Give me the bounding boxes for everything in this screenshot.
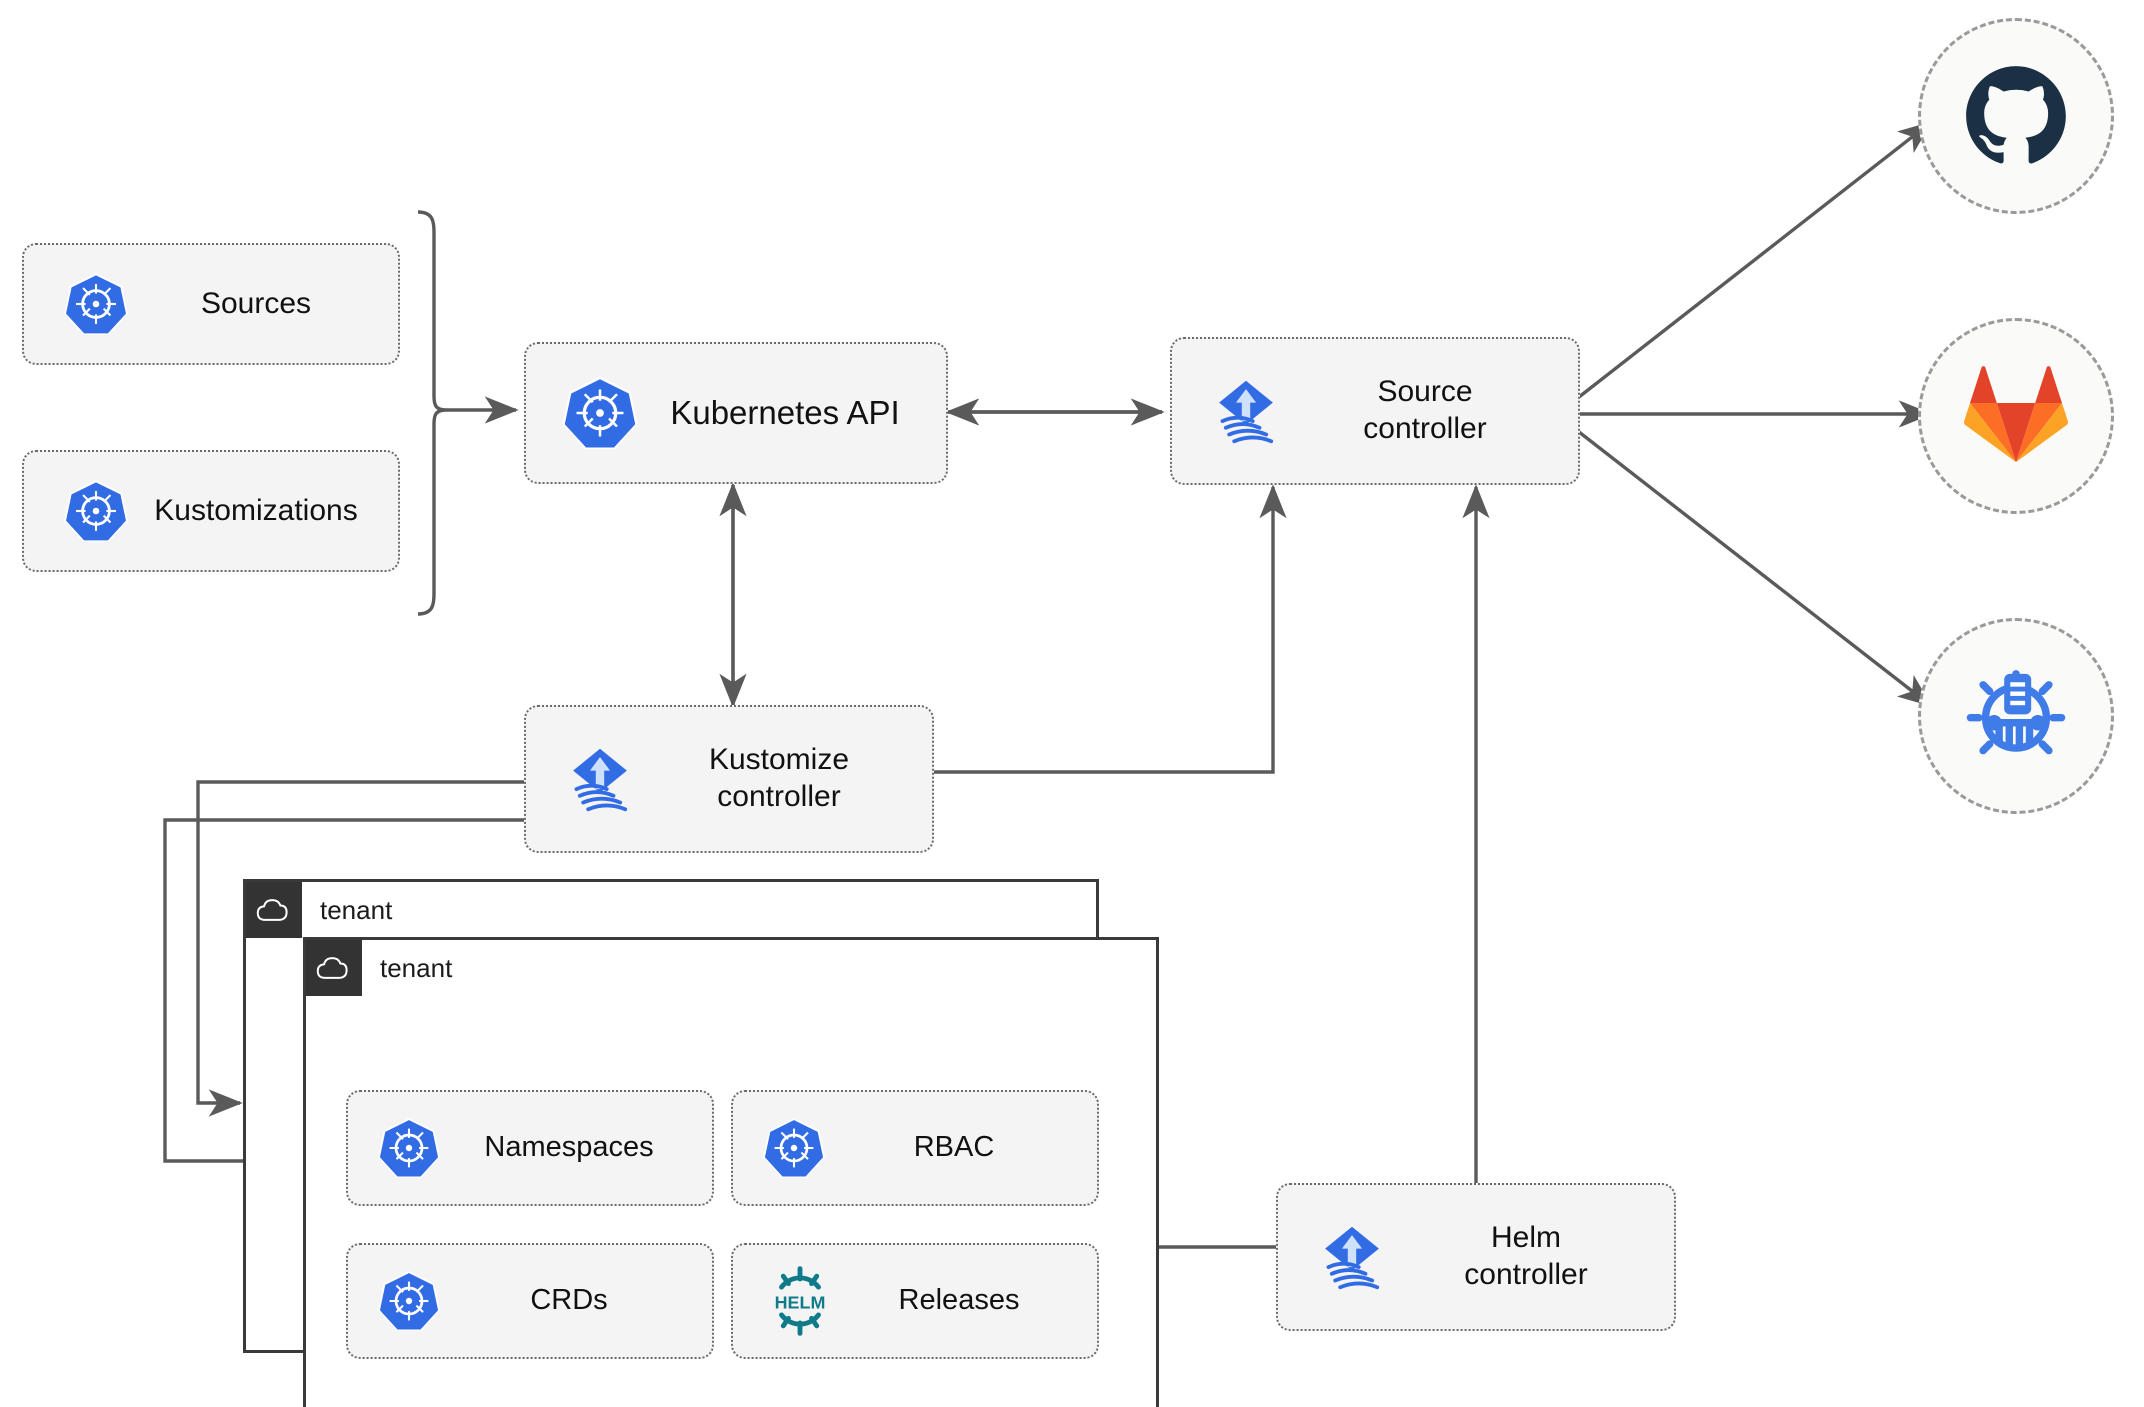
kustomize-controller-line2: controller	[717, 780, 841, 813]
provider-github[interactable]	[1918, 18, 2114, 214]
flux-icon	[558, 737, 642, 821]
node-releases-label: Releases	[898, 1284, 1020, 1317]
node-releases[interactable]: HELM Releases	[731, 1243, 1099, 1359]
edge-resources-brace	[417, 210, 448, 616]
cloud-icon	[246, 882, 302, 938]
provider-gitlab[interactable]	[1918, 318, 2114, 514]
node-sources[interactable]: Sources	[22, 243, 400, 365]
node-namespaces-label: Namespaces	[484, 1131, 654, 1164]
node-source-controller-label: Source controller	[1288, 374, 1578, 447]
edge-source-to-helmrepo	[1577, 430, 1933, 707]
kubernetes-icon	[376, 1115, 442, 1181]
edge-kustomize-to-source	[930, 484, 1287, 774]
node-helm-controller-label: Helm controller	[1394, 1220, 1674, 1293]
node-helm-controller[interactable]: Helm controller	[1276, 1183, 1676, 1331]
node-namespaces[interactable]: Namespaces	[346, 1090, 714, 1206]
node-crds-label: CRDs	[530, 1284, 608, 1317]
node-kustomizations[interactable]: Kustomizations	[22, 450, 400, 572]
source-controller-line2: controller	[1363, 412, 1487, 445]
node-kubernetes-api[interactable]: Kubernetes API	[524, 342, 948, 484]
kubernetes-icon	[62, 270, 130, 338]
helm-controller-line1: Helm	[1490, 1221, 1561, 1255]
node-kubernetes-api-label: Kubernetes API	[670, 393, 900, 431]
flux-icon	[1204, 369, 1288, 453]
node-rbac[interactable]: RBAC	[731, 1090, 1099, 1206]
node-kustomize-controller[interactable]: Kustomize controller	[524, 705, 934, 853]
kubernetes-icon	[62, 477, 130, 545]
svg-text:HELM: HELM	[775, 1293, 826, 1313]
kustomize-controller-line1: Kustomize	[708, 743, 850, 777]
helm-controller-line2: controller	[1464, 1258, 1588, 1291]
node-source-controller[interactable]: Source controller	[1170, 337, 1580, 485]
helm-repository-icon	[1962, 662, 2070, 770]
node-rbac-label: RBAC	[913, 1131, 995, 1164]
tenant-front-label: tenant	[380, 952, 453, 983]
flux-icon	[1310, 1215, 1394, 1299]
tenant-front[interactable]: tenant	[303, 937, 1159, 1407]
edge-source-to-github	[1577, 121, 1933, 399]
source-controller-line1: Source	[1377, 375, 1473, 409]
tenant-front-header: tenant	[306, 940, 452, 996]
github-icon	[1964, 64, 2068, 168]
tenant-back-header: tenant	[246, 882, 392, 938]
tenant-back-label: tenant	[320, 894, 393, 925]
node-kustomizations-label: Kustomizations	[154, 493, 358, 527]
kubernetes-icon	[376, 1268, 442, 1334]
cloud-icon	[306, 940, 362, 996]
node-kustomize-controller-label: Kustomize controller	[642, 742, 932, 815]
provider-helm-repository[interactable]	[1918, 618, 2114, 814]
helm-icon: HELM	[763, 1264, 837, 1338]
node-crds[interactable]: CRDs	[346, 1243, 714, 1359]
node-sources-label: Sources	[200, 286, 312, 320]
kubernetes-icon	[761, 1115, 827, 1181]
kubernetes-icon	[560, 373, 640, 453]
gitlab-icon	[1964, 364, 2068, 468]
